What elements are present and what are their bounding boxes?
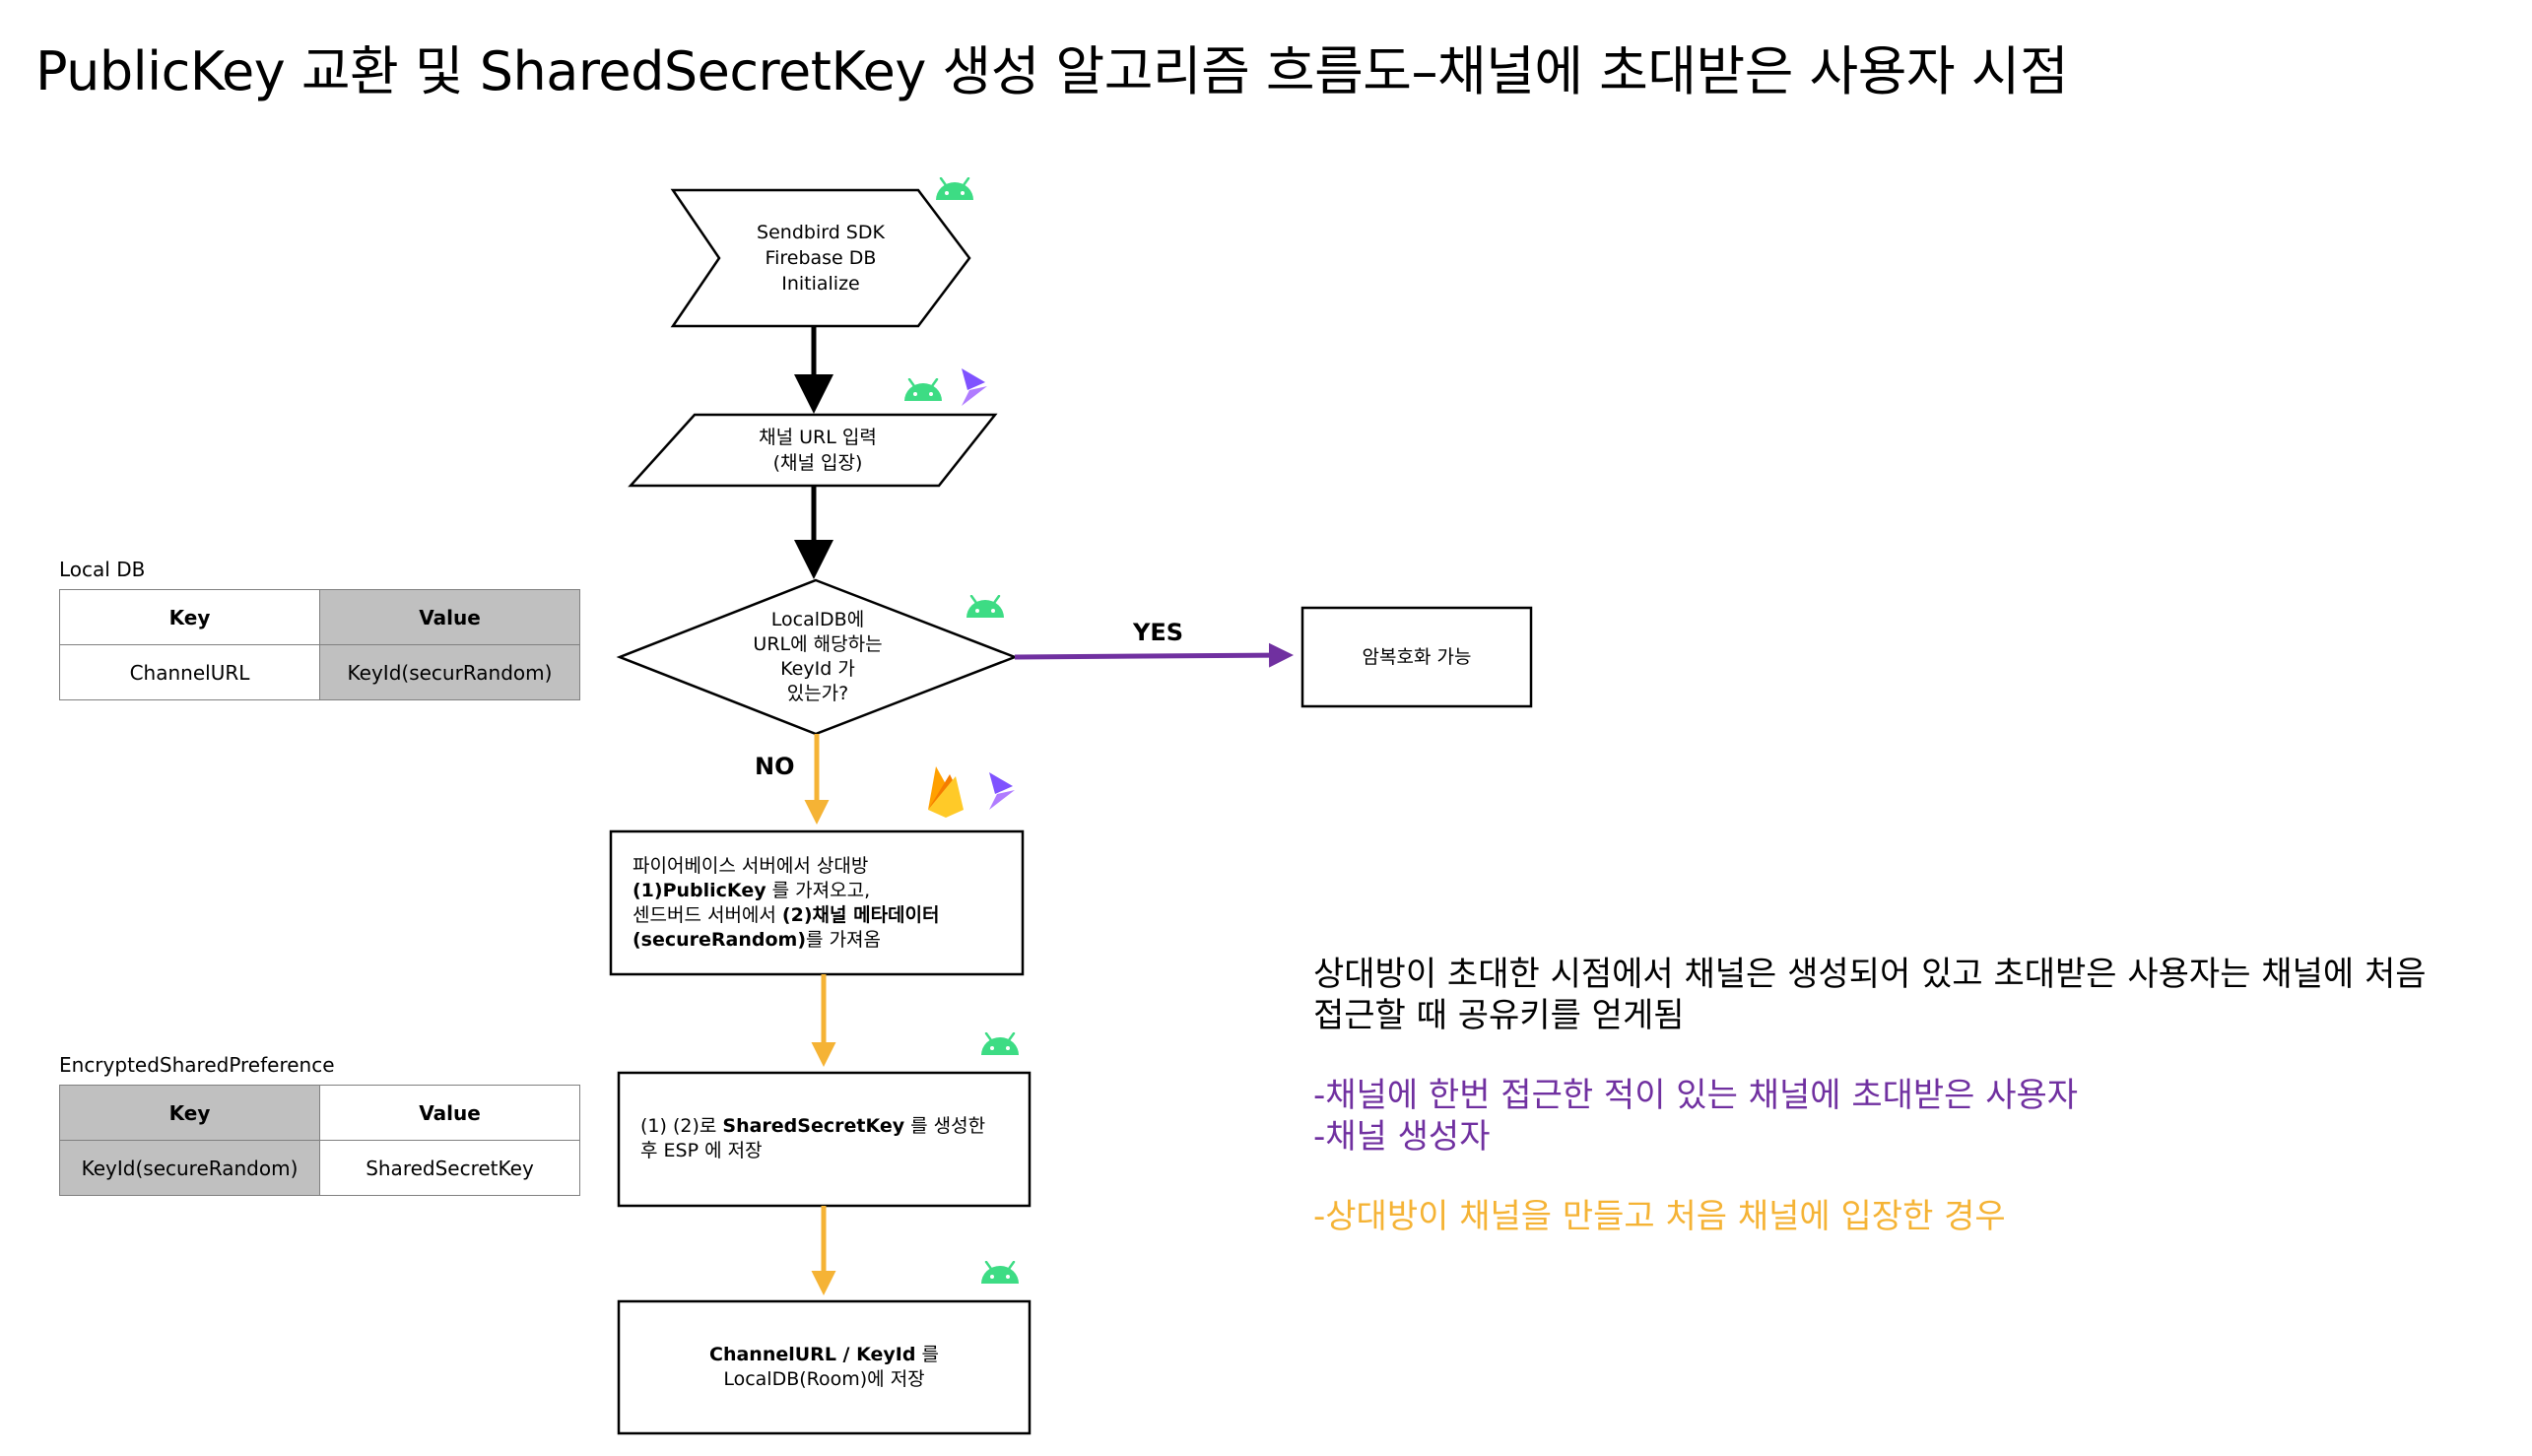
local-db-caption: Local DB	[59, 558, 146, 581]
generate-node-label: (1) (2)로 SharedSecretKey 를 생성한 후 ESP 에 저…	[640, 1084, 1025, 1194]
table-cell-key: ChannelURL	[59, 644, 320, 700]
android-icon	[966, 595, 1004, 618]
yes-result-label: 암복호화 가능	[1362, 646, 1472, 668]
yes-edge-label: YES	[1133, 619, 1184, 646]
android-icon	[936, 177, 973, 200]
note-intro-line-2: 접근할 때 공유키를 얻게됨	[1313, 996, 1685, 1035]
page-title: PublicKey 교환 및 SharedSecretKey 생성 알고리즘 흐…	[35, 40, 2069, 102]
kotlin-icon	[962, 368, 987, 406]
note-intro-line-1: 상대방이 초대한 시점에서 채널은 생성되어 있고 초대받은 사용자는 채널에 …	[1313, 955, 2427, 994]
android-icon	[904, 378, 942, 401]
table-header-key: Key	[59, 589, 320, 645]
table-row: ChannelURL KeyId(securRandom)	[59, 644, 580, 700]
no-edge-label: NO	[755, 753, 795, 780]
kotlin-icon	[989, 772, 1015, 810]
table-cell-value: SharedSecretKey	[319, 1140, 580, 1196]
decision-line: URL에 해당하는	[753, 633, 883, 655]
input-parallelogram	[628, 413, 998, 488]
fetch-line: 파이어베이스 서버에서 상대방	[633, 855, 869, 877]
table-header-value: Value	[319, 1085, 580, 1141]
table-row: KeyId(secureRandom) SharedSecretKey	[59, 1140, 580, 1196]
table-header-value: Value	[319, 589, 580, 645]
table-header-row: Key Value	[59, 589, 580, 645]
note-purple-line-2: -채널 생성자	[1313, 1117, 1491, 1157]
init-line: Firebase DB	[765, 247, 877, 269]
fetch-line: (1)PublicKey 를 가져오고,	[633, 880, 871, 901]
table-cell-value: KeyId(securRandom)	[319, 644, 580, 700]
esp-table: Key Value KeyId(secureRandom) SharedSecr…	[59, 1085, 580, 1196]
input-node-label: 채널 URL 입력 (채널 입장)	[670, 424, 966, 477]
generate-line: 후 ESP 에 저장	[640, 1140, 763, 1161]
fetch-line: 센드버드 서버에서 (2)채널 메타데이터	[633, 904, 940, 926]
android-icon	[981, 1261, 1019, 1284]
init-line: Initialize	[781, 273, 860, 295]
decision-line: 있는가?	[786, 683, 849, 704]
init-hexagon	[670, 188, 971, 328]
init-line: Sendbird SDK	[757, 222, 885, 243]
init-node-label: Sendbird SDK Firebase DB Initialize	[673, 212, 968, 304]
generate-box	[617, 1071, 1032, 1208]
fetch-node-label: 파이어베이스 서버에서 상대방 (1)PublicKey 를 가져오고, 센드버…	[633, 842, 1019, 964]
generate-line: (1) (2)로 SharedSecretKey 를 생성한	[640, 1115, 986, 1137]
table-header-row: Key Value	[59, 1085, 580, 1141]
table-header-key: Key	[59, 1085, 320, 1141]
fetch-line: (secureRandom)를 가져옴	[633, 929, 882, 951]
note-orange-line-1: -상대방이 채널을 만들고 처음 채널에 입장한 경우	[1313, 1197, 2006, 1236]
store-box	[617, 1299, 1032, 1435]
decision-line: LocalDB에	[770, 609, 865, 630]
decision-line: KeyId 가	[780, 658, 855, 680]
store-line: ChannelURL / KeyId 를	[709, 1344, 939, 1365]
esp-caption: EncryptedSharedPreference	[59, 1053, 335, 1077]
decision-node-label: LocalDB에 URL에 해당하는 KeyId 가 있는가?	[690, 605, 946, 709]
local-db-table: Key Value ChannelURL KeyId(securRandom)	[59, 589, 580, 700]
yes-result-box	[1300, 606, 1533, 708]
store-line: LocalDB(Room)에 저장	[723, 1368, 925, 1390]
input-line: (채널 입장)	[772, 452, 863, 474]
store-node-label: ChannelURL / KeyId 를 LocalDB(Room)에 저장	[619, 1301, 1030, 1433]
arrow-decision-yes	[1014, 642, 1294, 668]
input-line: 채널 URL 입력	[759, 427, 877, 448]
firebase-icon	[928, 766, 964, 818]
note-purple-line-1: -채널에 한번 접근한 적이 있는 채널에 초대받은 사용자	[1313, 1076, 2079, 1115]
android-icon	[981, 1032, 1019, 1055]
fetch-box	[609, 829, 1025, 976]
table-cell-key: KeyId(secureRandom)	[59, 1140, 320, 1196]
